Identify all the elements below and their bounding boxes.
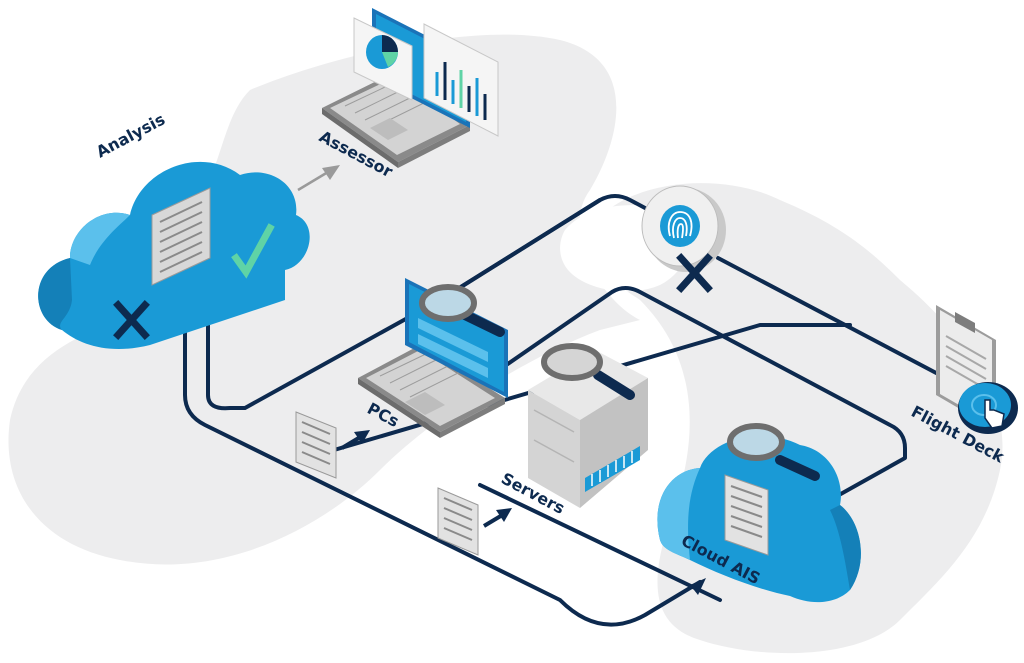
magnifier-icon bbox=[541, 343, 635, 400]
pointer-hand-icon bbox=[971, 394, 1005, 429]
line-middle-route bbox=[468, 286, 907, 502]
magnifier-icon bbox=[419, 284, 505, 337]
fingerprint-icon bbox=[660, 205, 700, 247]
arrow-to-cloud-ais bbox=[690, 578, 706, 595]
connector-lines bbox=[183, 194, 942, 627]
bar-chart-icon bbox=[435, 62, 487, 120]
pie-chart-icon bbox=[366, 35, 398, 69]
line-fingerprint-to-flightdeck bbox=[716, 256, 942, 377]
pcs-laptop: PCs bbox=[358, 278, 508, 438]
line-pcs-return bbox=[206, 194, 707, 411]
fingerprint-node bbox=[641, 185, 726, 293]
line-bottom-loop bbox=[183, 293, 702, 627]
document-to-pcs bbox=[295, 411, 370, 479]
analysis-label: Analysis bbox=[93, 110, 168, 162]
document-to-servers bbox=[437, 487, 512, 556]
grey-arrow bbox=[297, 165, 340, 192]
document-icon bbox=[151, 187, 211, 286]
line-servers-diag bbox=[478, 483, 722, 602]
servers-tower: Servers bbox=[498, 343, 648, 518]
analysis-cloud: Analysis bbox=[38, 110, 310, 350]
assessor-laptop: Assessor bbox=[316, 8, 499, 181]
magnifier-icon bbox=[727, 423, 820, 481]
x-mark-icon bbox=[676, 253, 713, 293]
document-icon bbox=[724, 474, 769, 556]
x-mark-icon bbox=[113, 300, 150, 340]
line-upper-route bbox=[438, 198, 602, 302]
checkmark-icon bbox=[231, 223, 275, 279]
